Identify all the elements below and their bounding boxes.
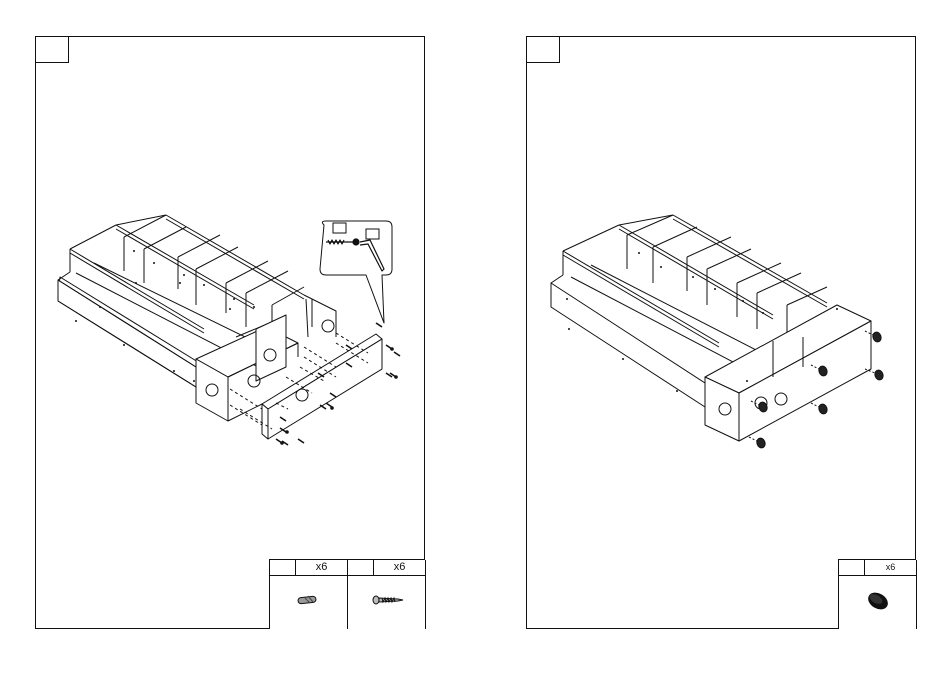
foot-pad	[818, 403, 829, 415]
part-id-box	[348, 560, 374, 575]
assembly-illustration	[527, 37, 917, 630]
screw-head	[330, 406, 334, 410]
foot-pad-icon	[865, 588, 891, 614]
shelf-front-face	[58, 280, 196, 387]
part-cell-screw: x6	[348, 560, 426, 629]
detail-callout	[320, 221, 392, 323]
screw-head	[390, 347, 394, 351]
part-id-box	[839, 560, 865, 575]
end-box-divider	[256, 315, 286, 381]
screw-head	[394, 375, 398, 379]
callout-part-label-box	[366, 229, 379, 239]
shelf-front-face	[551, 283, 705, 407]
screw-head	[285, 430, 289, 434]
assembly-step-panel-1: x6 x6	[35, 36, 425, 629]
parts-list-table: x6 x6	[269, 559, 425, 629]
foot-pad	[874, 369, 885, 381]
part-quantity: x6	[865, 562, 916, 572]
part-id-box	[270, 560, 296, 575]
callout-part-label-box	[333, 223, 346, 233]
dowel-icon	[296, 594, 326, 606]
screw-icon	[372, 594, 406, 606]
part-quantity: x6	[296, 561, 347, 573]
assembly-illustration	[36, 37, 426, 630]
foot-pad	[872, 331, 883, 343]
part-quantity: x6	[374, 561, 425, 573]
screw-head	[280, 441, 284, 445]
part-cell-dowel: x6	[270, 560, 348, 629]
foot-pad	[756, 437, 767, 449]
assembly-step-panel-2: x6	[526, 36, 916, 629]
parts-list-table: x6	[838, 559, 916, 629]
part-cell-foot-pad: x6	[839, 560, 917, 629]
